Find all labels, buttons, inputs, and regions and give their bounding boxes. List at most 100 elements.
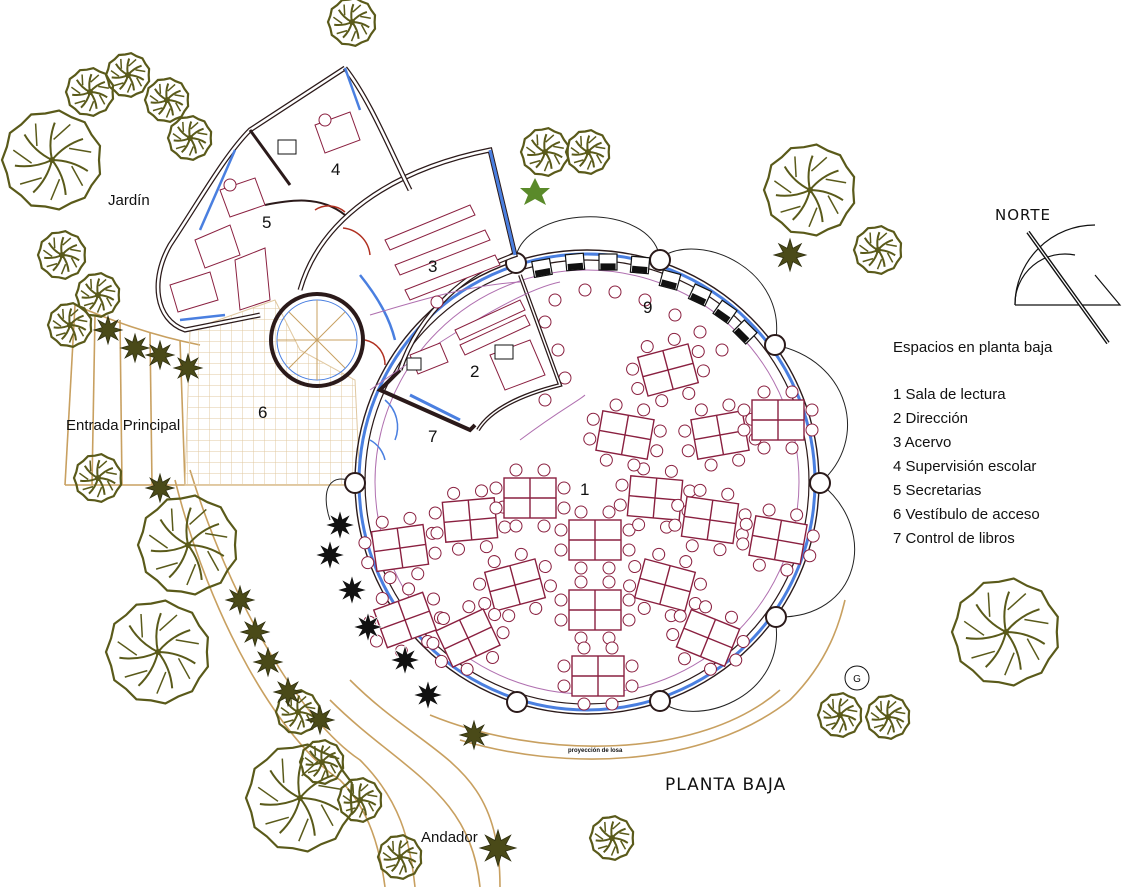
reading-table — [668, 483, 752, 557]
reading-table — [426, 600, 510, 676]
tree-symbol — [104, 599, 210, 705]
office-furniture — [169, 111, 361, 313]
shrub-symbol — [252, 646, 284, 678]
chair — [538, 315, 552, 329]
small-plant-symbol — [520, 178, 550, 205]
reading-table — [583, 398, 667, 472]
legend-item: 6 Vestíbulo de acceso — [893, 506, 1040, 523]
shrub-symbol — [144, 472, 176, 504]
computer-stations — [531, 252, 758, 407]
chair — [538, 393, 552, 407]
shrub-symbol — [239, 616, 271, 648]
office-wing-walls — [155, 65, 413, 333]
room-number-9: 9 — [643, 298, 652, 317]
shrub-symbol — [335, 573, 369, 607]
reading-table — [737, 385, 819, 455]
tree-symbol — [36, 230, 87, 280]
walkway-label: Andador — [421, 829, 478, 846]
room-number-5: 5 — [262, 213, 271, 232]
tree-symbol — [104, 52, 151, 98]
legend-item: 2 Dirección — [893, 410, 968, 427]
slab-projection-label: proyección de losa — [568, 748, 623, 754]
inner-partition — [519, 394, 586, 441]
computer-station — [687, 283, 713, 307]
tree-symbol — [519, 127, 570, 177]
computer-station — [712, 299, 738, 325]
reading-table — [473, 547, 557, 623]
computer-station — [629, 255, 651, 275]
reading-table — [358, 511, 442, 585]
room-number-1: 1 — [580, 480, 589, 499]
reading-table — [428, 484, 512, 556]
reading-table — [554, 505, 636, 575]
door-swings — [314, 205, 399, 461]
shrub-symbol — [119, 332, 151, 364]
reading-table — [666, 600, 750, 676]
chair — [715, 343, 729, 357]
reading-table — [489, 463, 571, 533]
computer-station — [564, 252, 586, 272]
tree-symbol — [376, 834, 423, 880]
computer-station — [531, 257, 553, 279]
computer-station — [658, 269, 682, 291]
reading-table — [557, 641, 639, 711]
shrub-symbol — [411, 678, 445, 712]
chair — [548, 293, 562, 307]
g-marker-label: G — [853, 674, 861, 685]
tree-symbol — [852, 225, 903, 275]
shrub-symbol — [323, 508, 357, 542]
tree-symbol — [244, 743, 353, 853]
legend-item: 1 Sala de lectura — [893, 386, 1006, 403]
tree-symbol — [762, 143, 856, 237]
tree-symbol — [336, 777, 383, 823]
tree-symbol — [136, 494, 238, 596]
room-number-3: 3 — [428, 257, 437, 276]
shrub-symbol — [478, 828, 518, 868]
garden-label: Jardín — [108, 192, 150, 209]
tree-symbol — [46, 302, 93, 348]
north-arrow — [1014, 224, 1122, 345]
tree-symbol — [816, 692, 863, 738]
shrub-symbol — [458, 719, 490, 751]
chair — [693, 325, 707, 339]
legend-heading: Espacios en planta baja — [893, 339, 1053, 356]
spiral-staircase — [269, 292, 365, 388]
shrub-symbol — [304, 704, 336, 736]
shrub-symbol — [313, 538, 347, 572]
shrub-symbol — [272, 676, 304, 708]
chair — [551, 343, 565, 357]
room-number-2: 2 — [470, 362, 479, 381]
reading-table — [623, 547, 707, 623]
g-marker: G — [844, 665, 870, 691]
shrub-symbol — [772, 237, 808, 273]
outer-lobes — [325, 216, 856, 712]
legend: Espacios en planta baja 1 Sala de lectur… — [893, 339, 1053, 547]
room-number-6: 6 — [258, 403, 267, 422]
shrub-symbol — [144, 339, 176, 371]
legend-item: 3 Acervo — [893, 434, 951, 451]
legend-item: 7 Control de libros — [893, 530, 1015, 547]
trees — [0, 0, 1059, 880]
room-number-4: 4 — [331, 160, 340, 179]
chair — [608, 285, 622, 299]
acervo-shelves — [384, 204, 531, 356]
reading-table — [554, 575, 636, 645]
reading-tables — [358, 332, 820, 711]
shrub-symbol — [388, 643, 422, 677]
tree-symbol — [326, 0, 377, 47]
tree-symbol — [143, 77, 190, 123]
legend-item: 5 Secretarias — [893, 482, 981, 499]
shrub-symbol — [224, 584, 256, 616]
computer-station — [598, 253, 618, 271]
shrub-symbol — [92, 314, 124, 346]
computer-station — [732, 319, 758, 345]
tree-symbol — [64, 67, 115, 117]
plan-title: PLANTA BAJA — [665, 775, 786, 795]
tree-symbol — [0, 109, 102, 211]
tree-symbol — [588, 815, 635, 861]
tree-symbol — [564, 129, 611, 175]
north-label: NORTE — [995, 206, 1051, 224]
tree-symbol — [166, 115, 213, 161]
walkway-paths — [64, 304, 846, 887]
